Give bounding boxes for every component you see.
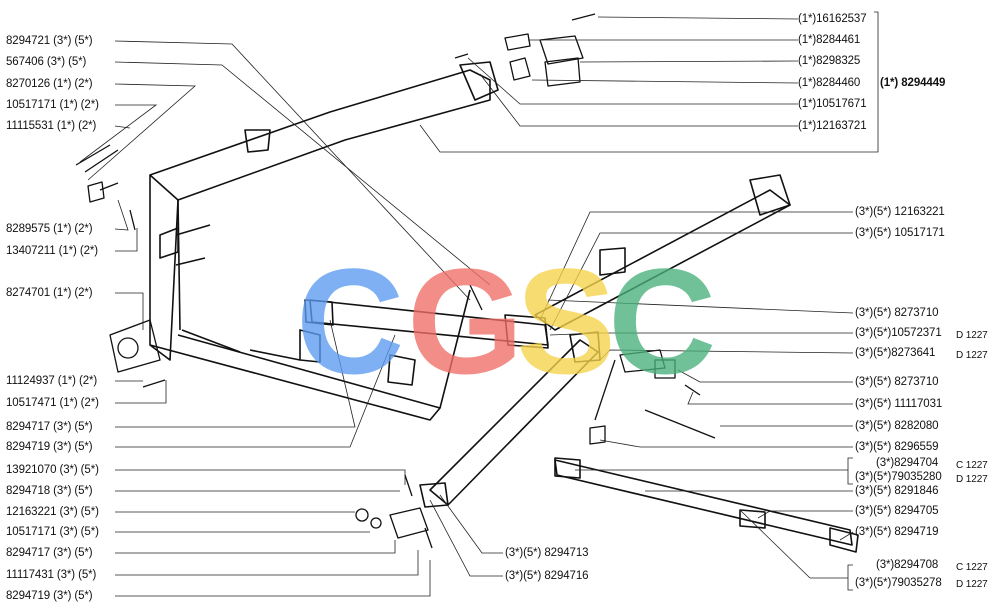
part-label: (1*)8298325 <box>798 55 861 67</box>
part-label: 11117431 (3*) (5*) <box>6 569 97 581</box>
part-label: (3*)(5*) 10517171 <box>855 227 945 239</box>
part-label: 10517471 (1*) (2*) <box>6 397 99 409</box>
part-label: (3*)8294708 <box>876 559 939 571</box>
upper-arm <box>534 174 791 331</box>
watermark-letter-c: C <box>296 237 405 405</box>
part-label: 8294719 (3*) (5*) <box>6 590 93 602</box>
part-label: 11115531 (1*) (2*) <box>6 120 97 132</box>
part-label: (3*)(5*) 8291846 <box>855 485 939 497</box>
revision-code: D 1227 <box>956 350 988 361</box>
part-label: (3*)(5*)8273641 <box>855 347 936 359</box>
revision-code: D 1227 <box>956 330 988 341</box>
part-label: (1*)8284460 <box>798 77 861 89</box>
part-label: (3*)(5*) 8294713 <box>505 547 589 559</box>
assembly-group-label: (1*) 8294449 <box>880 77 946 89</box>
part-label: (3*)(5*) 8294716 <box>505 570 589 582</box>
revision-code: C 1227 <box>956 562 988 573</box>
part-label: 8294718 (3*) (5*) <box>6 485 93 497</box>
part-label: (3*)(5*)10572371 <box>855 327 942 339</box>
part-label: 8294721 (3*) (5*) <box>6 35 93 47</box>
part-label: 12163221 (3*) (5*) <box>6 506 99 518</box>
part-label: (1*)12163721 <box>798 120 867 132</box>
part-label: (1*)10517671 <box>798 98 867 110</box>
part-label: (3*)(5*)79035278 <box>855 577 942 589</box>
watermark-letter-g: G <box>407 237 524 405</box>
part-label: 10517171 (3*) (5*) <box>6 526 99 538</box>
part-label: 11124937 (1*) (2*) <box>6 375 98 387</box>
part-label: 13407211 (1*) (2*) <box>6 245 98 257</box>
part-label: (3*)(5*) 11117031 <box>855 398 943 410</box>
part-label: (3*)(5*) 8294705 <box>855 505 939 517</box>
part-label: (1*)16162537 <box>798 13 867 25</box>
part-label: (3*)(5*)79035280 <box>855 471 942 483</box>
part-label: (3*)(5*) 8273710 <box>855 307 939 319</box>
part-label: 13921070 (3*) (5*) <box>6 464 99 476</box>
part-label: (1*)8284461 <box>798 34 861 46</box>
revision-code: C 1227 <box>956 460 988 471</box>
part-label: 8294719 (3*) (5*) <box>6 441 93 453</box>
part-label: 8294717 (3*) (5*) <box>6 421 93 433</box>
leader-lines <box>79 11 879 597</box>
part-label: (3*)(5*) 8296559 <box>855 441 939 453</box>
watermark-letter-s: S <box>516 237 617 405</box>
horizontal-rod <box>304 299 549 349</box>
part-label: (3*)(5*) 12163221 <box>855 206 945 218</box>
small-parts <box>75 13 716 549</box>
part-label: 10517171 (1*) (2*) <box>6 99 99 111</box>
watermark-letter-c2: C <box>608 237 717 405</box>
revision-code: D 1227 <box>956 474 988 485</box>
adjusting-rod <box>554 457 859 553</box>
part-label: 8289575 (1*) (2*) <box>6 223 93 235</box>
part-label: 8270126 (1*) (2*) <box>6 78 93 90</box>
part-label: (3*)(5*) 8282080 <box>855 420 939 432</box>
part-label: (3*)8294704 <box>876 457 939 469</box>
part-label: 8294717 (3*) (5*) <box>6 547 93 559</box>
part-label: (3*)(5*) 8273710 <box>855 376 939 388</box>
part-label: (3*)(5*) 8294719 <box>855 526 939 538</box>
part-label: 567406 (3*) (5*) <box>6 56 87 68</box>
part-label: 8274701 (1*) (2*) <box>6 287 93 299</box>
tubular-frame <box>149 61 499 421</box>
revision-code: D 1227 <box>956 579 988 590</box>
